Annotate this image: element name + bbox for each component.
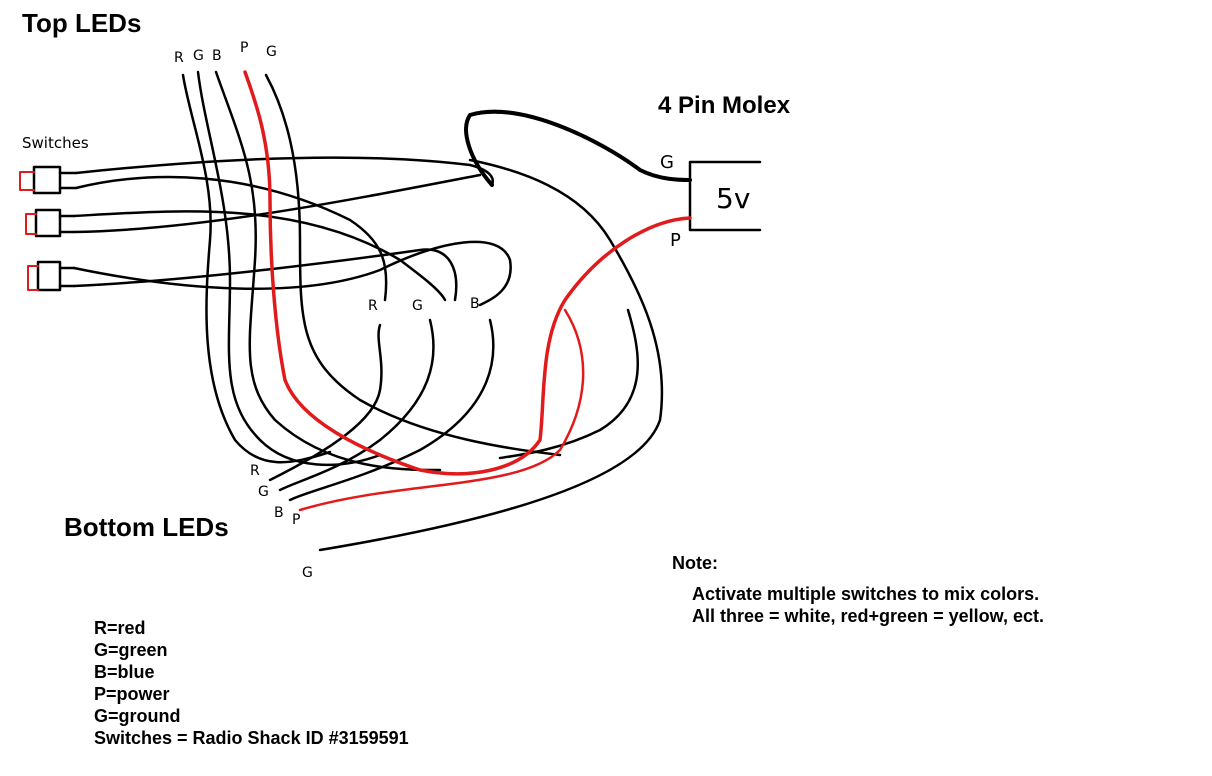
switch-2-outline xyxy=(25,213,37,235)
mid-wire-r xyxy=(268,323,383,482)
switch-3-outline xyxy=(27,265,39,291)
bottom-pin-label-r: R xyxy=(250,463,260,479)
legend-item: P=power xyxy=(94,684,170,704)
legend: R=red G=green B=blue P=power G=ground Sw… xyxy=(94,617,409,749)
bottom-pin-label-g2: G xyxy=(302,565,313,581)
legend-item: B=blue xyxy=(94,662,155,682)
top-wire-r xyxy=(181,73,332,464)
top-pin-label-g: G xyxy=(193,48,204,64)
switch-2 xyxy=(34,208,62,238)
power-wire-bottom xyxy=(298,308,585,512)
molex-voltage-label: 5v xyxy=(716,182,751,215)
bottom-pin-label-b: B xyxy=(274,505,284,521)
legend-item: R=red xyxy=(94,618,146,638)
switch-1-outline xyxy=(19,171,35,191)
top-wire-b xyxy=(214,70,442,472)
middle-label-g: G xyxy=(412,298,423,314)
molex-pin-label-g: G xyxy=(660,152,674,173)
top-wire-g2 xyxy=(264,73,562,457)
top-pin-label-g2: G xyxy=(266,44,277,60)
legend-item: Switches = Radio Shack ID #3159591 xyxy=(94,728,409,748)
switch-wire-2a xyxy=(72,210,447,302)
bottom-pin-label-p: P xyxy=(292,512,301,528)
ground-wire-bottom xyxy=(318,158,664,552)
middle-label-b: B xyxy=(470,296,480,312)
mid-wire-g xyxy=(278,318,435,492)
switch-wire-2b xyxy=(72,173,482,234)
middle-label-r: R xyxy=(368,298,378,314)
ground-wire-thick xyxy=(464,109,692,187)
bottom-pin-label-g: G xyxy=(258,484,269,500)
switch-1 xyxy=(32,165,62,195)
note-body: Activate multiple switches to mix colors… xyxy=(692,584,1044,626)
switch-wire-3a xyxy=(72,240,512,307)
switches-label: Switches xyxy=(22,134,89,152)
top-leds-title: Top LEDs xyxy=(22,8,142,38)
legend-item: G=ground xyxy=(94,706,181,726)
top-wire-g1 xyxy=(196,70,382,467)
switch-wire-3b xyxy=(72,248,458,302)
power-wire-top xyxy=(243,70,692,476)
mid-wire-b xyxy=(288,318,495,502)
switch-wire-1a xyxy=(74,156,494,187)
switch-3 xyxy=(36,260,62,292)
note-heading: Note: xyxy=(672,553,718,573)
top-pin-label-r: R xyxy=(174,50,184,66)
switch-wire-1b xyxy=(74,175,388,302)
top-pin-label-b: B xyxy=(212,48,222,64)
bottom-leds-title: Bottom LEDs xyxy=(64,512,229,542)
top-pin-label-p: P xyxy=(240,40,249,56)
molex-pin-label-p: P xyxy=(670,230,681,251)
molex-title: 4 Pin Molex xyxy=(658,92,791,119)
legend-item: G=green xyxy=(94,640,168,660)
